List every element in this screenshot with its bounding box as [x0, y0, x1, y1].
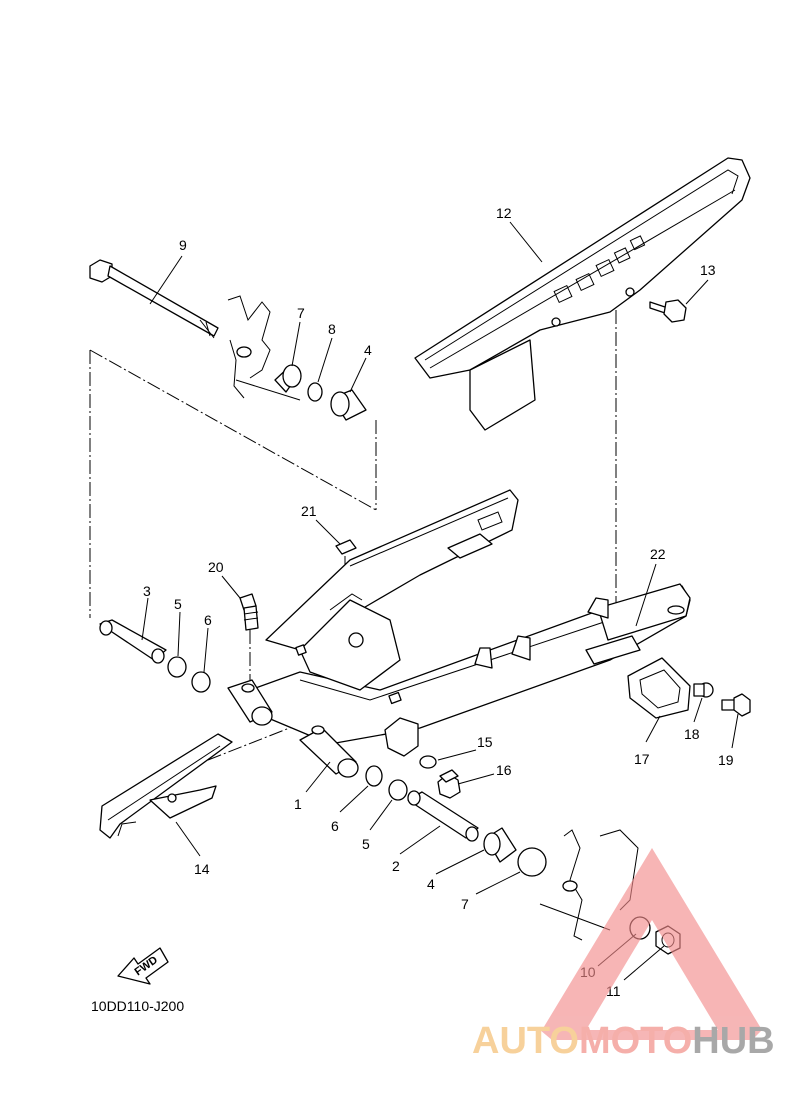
callout-4-lower: 4 [427, 876, 435, 892]
swingarm-part-1 [227, 489, 691, 778]
bush-part-5-left [167, 656, 187, 678]
frame-bracket-upper [227, 295, 301, 401]
callout-4-upper: 4 [364, 342, 372, 358]
bolt-part-19 [721, 693, 751, 717]
callout-19: 19 [718, 752, 734, 768]
washer-part-15 [419, 755, 437, 769]
bushing-part-4-lower [483, 827, 517, 863]
callout-20: 20 [208, 559, 224, 575]
callout-6-left: 6 [204, 612, 212, 628]
pipe-part-2 [407, 790, 479, 842]
callout-5-right: 5 [362, 836, 370, 852]
callout-8: 8 [328, 321, 336, 337]
callout-7-lower: 7 [461, 896, 469, 912]
collar-part-7-upper [274, 364, 302, 393]
chain-puller-part-17 [627, 657, 691, 719]
callout-18: 18 [684, 726, 700, 742]
pipe-part-3 [99, 619, 167, 664]
callout-12: 12 [496, 205, 512, 221]
callout-16: 16 [496, 762, 512, 778]
callout-6-right: 6 [331, 818, 339, 834]
chain-slider-part-14 [99, 733, 233, 839]
collar-part-7-lower [517, 847, 547, 877]
label-part-21 [335, 539, 357, 555]
watermark-logo: AUTOMOTOHUB [472, 848, 775, 1062]
callout-3: 3 [143, 583, 151, 599]
callout-1: 1 [294, 796, 302, 812]
fwd-arrow-icon: FWD [117, 947, 169, 985]
bolt-part-13 [649, 299, 687, 323]
frame-bracket-lower [539, 829, 639, 941]
callout-9: 9 [179, 237, 187, 253]
callout-21: 21 [301, 503, 317, 519]
callout-15: 15 [477, 734, 493, 750]
callout-22: 22 [650, 546, 666, 562]
diagram-code: 10DD110-J200 [91, 998, 184, 1014]
callout-2: 2 [392, 858, 400, 874]
seal-part-6-right [365, 765, 383, 787]
callout-13: 13 [700, 262, 716, 278]
bolt-part-18 [693, 682, 714, 698]
grease-nipple-part-20 [239, 593, 259, 631]
callout-5-left: 5 [174, 596, 182, 612]
pivot-shaft-part-9 [89, 259, 219, 339]
leader-lines [141, 221, 739, 981]
callout-17: 17 [634, 751, 650, 767]
chain-cover-part-12 [414, 157, 751, 431]
washer-part-8 [307, 382, 323, 402]
bolt-part-16 [437, 769, 461, 799]
callout-14: 14 [194, 861, 210, 877]
callout-7-upper: 7 [297, 305, 305, 321]
watermark-triangle-icon [542, 848, 762, 1030]
watermark-text: AUTOMOTOHUB [472, 1020, 775, 1062]
bushing-part-4-upper [330, 389, 367, 421]
bush-part-5-right [388, 779, 408, 801]
seal-part-6-left [191, 671, 211, 693]
